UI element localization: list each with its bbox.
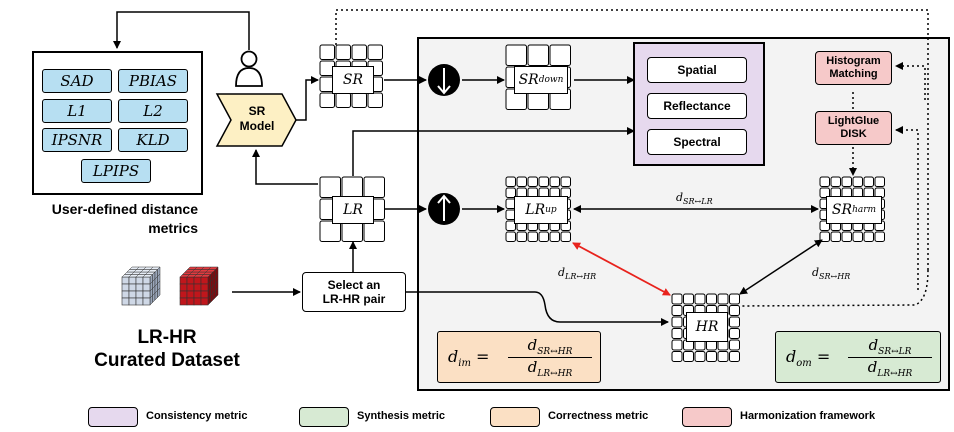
node-sr-down-sub: down bbox=[538, 75, 564, 85]
legend-label-synthesis: Synthesis metric bbox=[357, 410, 446, 422]
metric-kld: KLD bbox=[118, 128, 188, 152]
eq-im-num-d: d bbox=[527, 336, 538, 354]
histogram-line1: Histogram bbox=[826, 55, 881, 67]
eq-om-num-d: d bbox=[868, 336, 879, 354]
metric-lpips: LPIPS bbox=[81, 159, 151, 183]
node-sr-harm-text: SR bbox=[831, 202, 853, 218]
eq-im-lhs: d bbox=[448, 347, 459, 366]
eq-im-lhs-sub: im bbox=[458, 358, 471, 370]
eq-om-den-d: d bbox=[867, 358, 878, 376]
edge-label-lr-hr-d: d bbox=[558, 266, 566, 279]
consistency-reflectance: Reflectance bbox=[647, 93, 747, 119]
select-pair-line1: Select an bbox=[327, 278, 381, 292]
node-lr: LR bbox=[332, 196, 374, 224]
eq-im-num: SR↔HR bbox=[537, 347, 573, 357]
node-lr-up-text: LR bbox=[525, 202, 546, 218]
metrics-caption-line1: User-defined distance bbox=[51, 201, 198, 217]
node-sr-down-text: SR bbox=[518, 72, 539, 88]
edge-label-sr-hr-d: d bbox=[812, 266, 820, 279]
consistency-spectral: Spectral bbox=[647, 129, 747, 155]
dataset-line2: Curated Dataset bbox=[94, 350, 240, 371]
dataset-cubes-icon bbox=[121, 266, 219, 306]
consistency-spatial: Spatial bbox=[647, 57, 747, 83]
eq-om-lhs-sub: om bbox=[796, 358, 812, 370]
histogram-matching-box: Histogram Matching bbox=[815, 51, 892, 85]
legend-label-consistency: Consistency metric bbox=[146, 410, 248, 422]
histogram-line2: Matching bbox=[829, 68, 878, 80]
lightglue-line1: LightGlue bbox=[827, 115, 880, 127]
node-sr-text: SR bbox=[342, 72, 364, 88]
upsample-icon bbox=[428, 193, 460, 225]
node-sr: SR bbox=[332, 66, 374, 94]
eq-om-den: LR↔HR bbox=[877, 369, 913, 379]
correctness-equation: dim = dSR↔HR dLR↔HR bbox=[437, 331, 601, 383]
sr-model-label: SR Model bbox=[226, 104, 288, 134]
sr-model-line1: SR bbox=[248, 104, 266, 118]
select-pair-line2: LR-HR pair bbox=[322, 292, 386, 306]
synthesis-equation: dom = dSR↔LR dLR↔HR bbox=[775, 331, 941, 383]
dataset-line1: LR-HR bbox=[137, 327, 197, 348]
node-sr-harm-sub: harm bbox=[852, 205, 877, 215]
legend-swatch-synthesis bbox=[299, 407, 349, 427]
sr-model-line2: Model bbox=[239, 119, 275, 133]
eq-im-den-d: d bbox=[527, 358, 538, 376]
edge-label-lr-hr: dLR↔HR bbox=[558, 266, 596, 281]
lightglue-line2: DISK bbox=[840, 128, 867, 140]
eq-om-num: SR↔LR bbox=[878, 347, 912, 357]
legend-swatch-correctness bbox=[490, 407, 540, 427]
edge-label-sr-lr-d: d bbox=[676, 191, 684, 204]
dataset-label: LR-HR Curated Dataset bbox=[82, 326, 252, 372]
downsample-icon bbox=[428, 64, 460, 96]
legend-label-harmonization: Harmonization framework bbox=[740, 410, 876, 422]
node-lr-up-sub: up bbox=[545, 205, 557, 215]
edge-label-sr-hr-sub: SR↔HR bbox=[819, 272, 851, 282]
lightglue-disk-box: LightGlue DISK bbox=[815, 111, 892, 145]
legend-label-correctness: Correctness metric bbox=[548, 410, 649, 422]
metric-ipsnr: IPSNR bbox=[42, 128, 112, 152]
edge-label-sr-lr-sub: SR↔LR bbox=[683, 197, 713, 207]
legend-swatch-consistency bbox=[88, 407, 138, 427]
node-hr-text: HR bbox=[695, 319, 719, 335]
legend-swatch-harmonization bbox=[682, 407, 732, 427]
metrics-caption: User-defined distance metrics bbox=[18, 200, 198, 238]
edge-label-sr-lr: dSR↔LR bbox=[676, 191, 713, 206]
edge-label-lr-hr-sub: LR↔HR bbox=[565, 272, 597, 282]
metric-pbias: PBIAS bbox=[118, 69, 188, 93]
user-icon bbox=[235, 50, 263, 87]
select-pair-box[interactable]: Select an LR-HR pair bbox=[302, 272, 406, 312]
node-lr-text: LR bbox=[343, 202, 363, 218]
eq-om-lhs: d bbox=[786, 347, 797, 366]
metric-l1: L1 bbox=[42, 99, 112, 123]
node-hr: HR bbox=[686, 312, 728, 342]
sr-model-shape bbox=[215, 93, 297, 147]
edge-label-sr-hr: dSR↔HR bbox=[812, 266, 850, 281]
eq-im-den: LR↔HR bbox=[537, 369, 573, 379]
metrics-caption-line2: metrics bbox=[148, 220, 198, 236]
metric-sad: SAD bbox=[42, 69, 112, 93]
metric-l2: L2 bbox=[118, 99, 188, 123]
